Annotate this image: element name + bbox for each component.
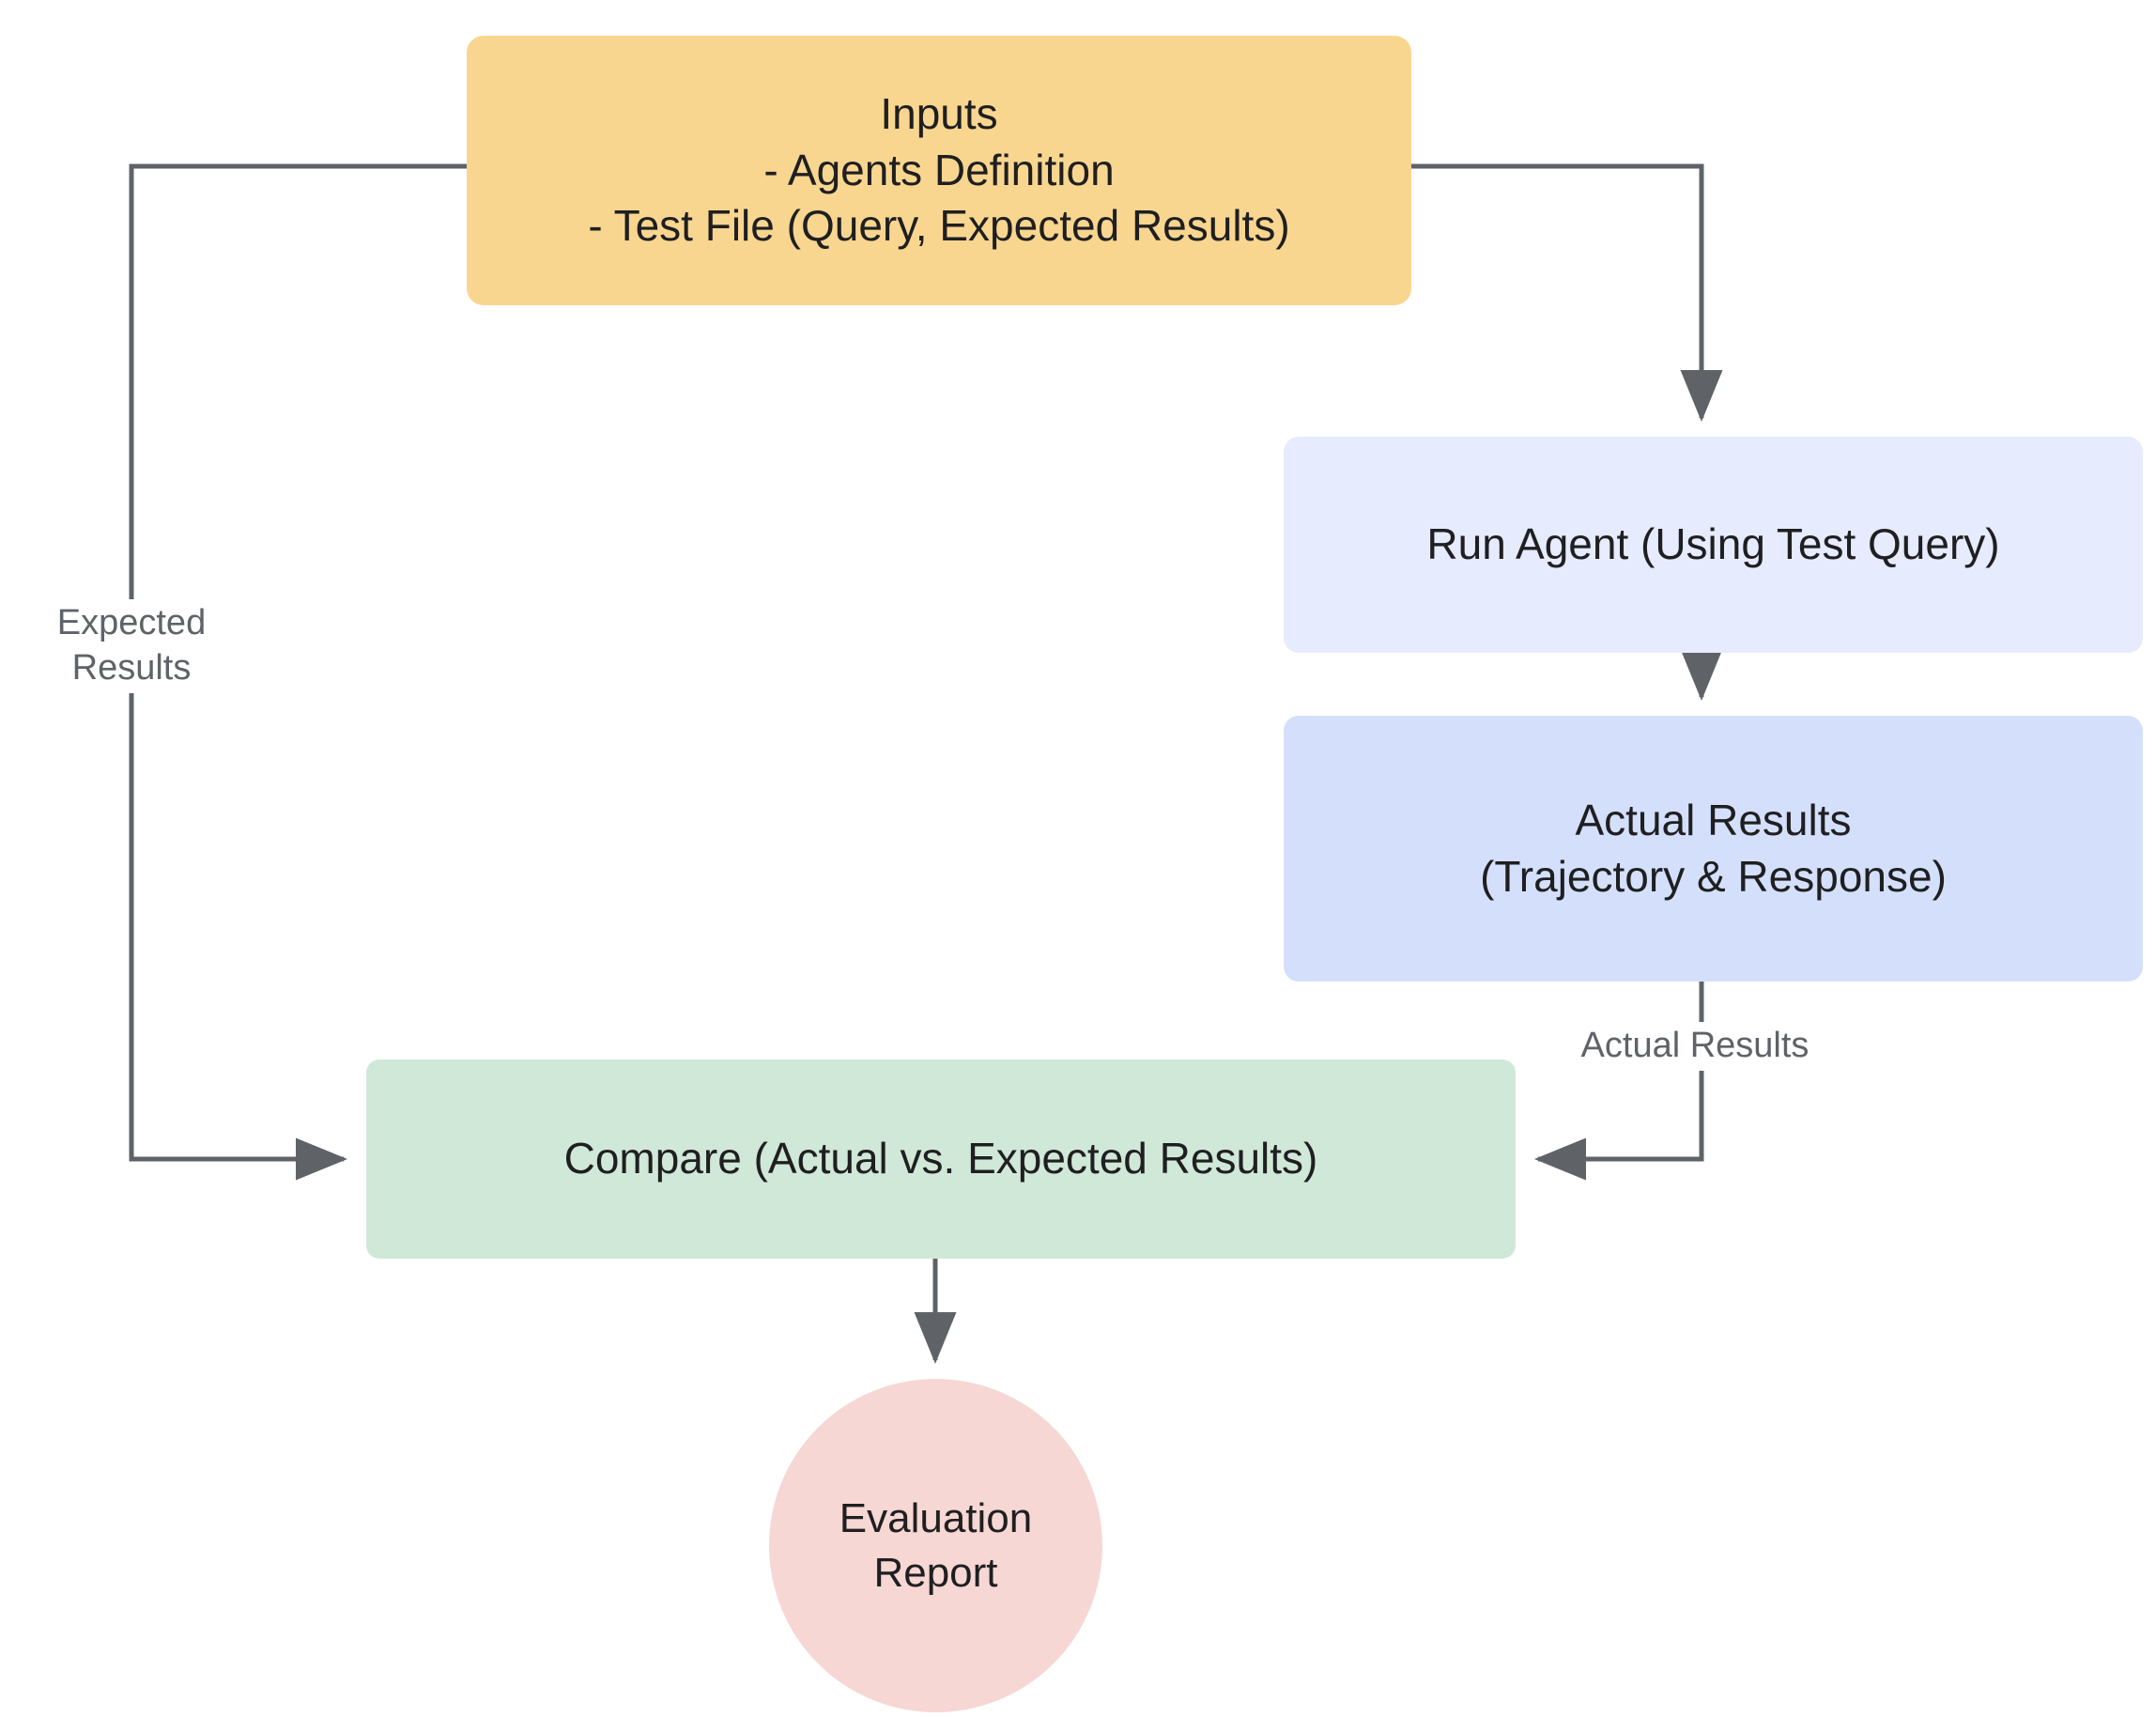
edge-inputs-to-run-agent: [1411, 163, 1723, 423]
node-evaluation-report[interactable]: Evaluation Report: [769, 1379, 1102, 1712]
edge-label-expected-results: Expected Results: [19, 599, 244, 693]
edge-label-actual-results: Actual Results: [1559, 1022, 1831, 1071]
node-actual-results[interactable]: Actual Results (Trajectory & Response): [1284, 716, 2143, 982]
node-inputs[interactable]: Inputs - Agents Definition - Test File (…: [467, 36, 1411, 305]
node-run-agent[interactable]: Run Agent (Using Test Query): [1284, 437, 2143, 653]
node-compare[interactable]: Compare (Actual vs. Expected Results): [366, 1060, 1516, 1259]
